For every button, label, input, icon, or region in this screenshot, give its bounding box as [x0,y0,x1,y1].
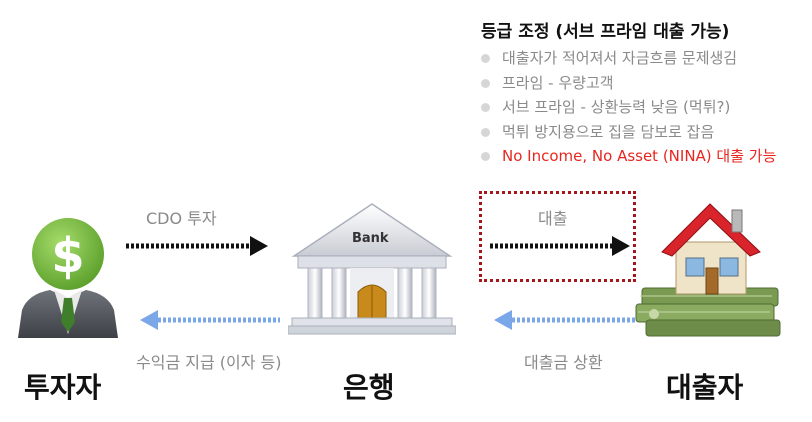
note-item: 서브 프라임 - 상환능력 낮음 (먹튀?) [478,95,812,120]
note-text: 대출자가 적어져서 자금흐름 문제생김 [502,49,738,67]
arrow-loan [490,236,630,256]
svg-text:$: $ [51,228,84,284]
edge-label-dividend: 수익금 지급 (이자 등) [136,353,282,372]
node-label-bank: 은행 [343,371,395,404]
notes-list: 대출자가 적어져서 자금흐름 문제생김 프라임 - 우량고객 서브 프라임 - … [478,46,812,169]
bank-sign: Bank [352,231,389,246]
bullet-icon [481,78,490,88]
house-on-money-icon [635,203,781,337]
note-item: 대출자가 적어져서 자금흐름 문제생김 [478,46,812,71]
edge-label-repayment: 대출금 상환 [524,353,603,372]
edge-label-loan: 대출 [538,209,568,228]
edge-label-cdo-invest: CDO 투자 [146,209,217,228]
arrow-repayment [494,310,636,330]
note-item-highlight: No Income, No Asset (NINA) 대출 가능 [478,144,812,169]
note-text: No Income, No Asset (NINA) 대출 가능 [502,147,777,165]
bullet-icon [481,103,490,112]
note-text: 프라임 - 우량고객 [502,73,614,92]
note-item: 먹튀 방지용으로 집을 담보로 잡음 [478,120,812,145]
node-label-borrower: 대출자 [666,371,744,404]
note-text: 먹튀 방지용으로 집을 담보로 잡음 [502,122,715,141]
bank-icon: Bank [288,203,456,335]
node-label-investor: 투자자 [24,371,102,404]
bullet-icon [481,54,490,63]
bullet-icon [481,152,490,161]
arrow-cdo-invest [126,236,268,256]
note-item: 프라임 - 우량고객 [478,71,812,96]
notes-title: 등급 조정 (서브 프라임 대출 가능) [481,22,730,42]
investor-icon: $ [18,218,118,338]
loan-highlight-box [479,191,636,282]
bullet-icon [481,127,490,137]
note-text: 서브 프라임 - 상환능력 낮음 (먹튀?) [502,98,731,116]
arrow-dividend [140,310,280,330]
